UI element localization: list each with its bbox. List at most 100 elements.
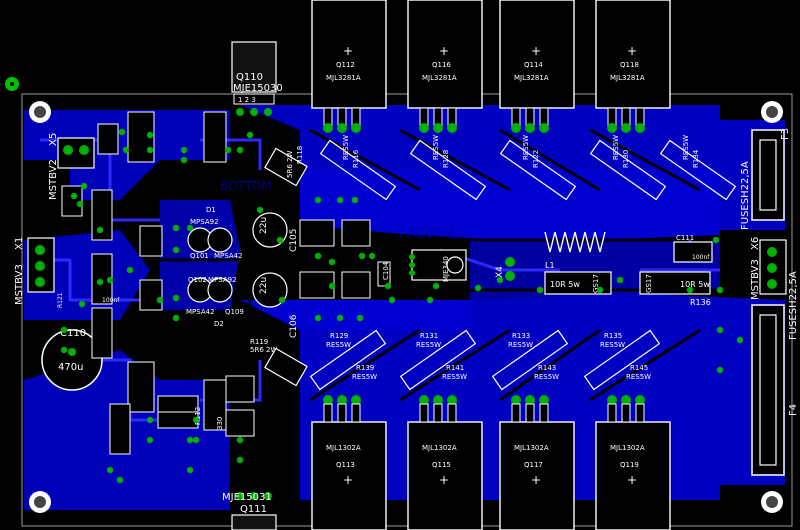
svg-text:C110: C110	[60, 328, 86, 339]
svg-text:X1: X1	[14, 237, 25, 250]
resistor-value: RES5W	[416, 341, 441, 349]
svg-text:MJE340: MJE340	[442, 256, 450, 282]
svg-text:GS17: GS17	[645, 274, 653, 293]
bottom-power-transistors: MJL1302AQ113+MJL1302AQ115+MJL1302AQ117+M…	[311, 395, 671, 530]
resistor-value: RES5W	[600, 341, 625, 349]
transistor-part: MJL1302A	[326, 444, 361, 452]
svg-text:100nf: 100nf	[692, 254, 710, 261]
connector-x1: X1 MSTBV3	[14, 237, 55, 305]
svg-text:Q109: Q109	[225, 308, 244, 316]
svg-text:X5: X5	[48, 133, 59, 146]
resistor-r137: 10R 5w GS17	[544, 271, 612, 295]
svg-text:R119: R119	[250, 338, 268, 346]
svg-text:470u: 470u	[58, 362, 83, 373]
plus-mark: +	[627, 44, 637, 58]
transistor-ref: Q115	[432, 461, 451, 469]
transistor-part: MJL3281A	[610, 74, 645, 82]
resistor-ref: R131	[420, 332, 438, 340]
svg-text:10R 5w: 10R 5w	[680, 280, 710, 289]
resistor-ref: R135	[604, 332, 622, 340]
svg-text:Q111: Q111	[240, 504, 267, 515]
inductor-l1: L1	[544, 231, 606, 270]
svg-text:5R6 2W: 5R6 2W	[286, 151, 294, 178]
driver-q110: Q110 MJE15030 1 2 3	[231, 41, 283, 116]
board-outline	[21, 93, 793, 527]
small-components	[61, 111, 371, 455]
plus-mark: +	[343, 44, 353, 58]
resistor-ref: R116	[352, 149, 360, 168]
svg-text:C111: C111	[676, 234, 694, 242]
svg-text:R136: R136	[690, 298, 711, 307]
resistor-ref: R122	[532, 150, 540, 168]
resistor-value: RES5W	[534, 373, 559, 381]
label-r121: R121	[57, 292, 64, 308]
svg-text:MPSA42: MPSA42	[214, 252, 243, 260]
capacitor-c111: C111 100nf	[673, 234, 713, 263]
transistor-ref: Q113	[336, 461, 355, 469]
mirrored-silkscreen-text: LV AXIA f	[396, 226, 460, 242]
svg-text:MSTBV2: MSTBV2	[48, 159, 59, 200]
resistor-ref: R141	[446, 364, 464, 372]
svg-text:MSTBV3: MSTBV3	[750, 259, 761, 300]
resistor-ref: R128	[442, 150, 450, 168]
capacitor-c110: C110 470u	[41, 328, 103, 391]
svg-text:Q102: Q102	[188, 276, 207, 284]
svg-text:D1: D1	[206, 206, 216, 214]
resistor-value: RES5W	[612, 135, 620, 160]
plus-mark: +	[343, 473, 353, 487]
plus-mark: +	[439, 44, 449, 58]
svg-text:Q110: Q110	[236, 72, 263, 83]
fuse-f3: F3 FUSESH22,5A	[740, 128, 791, 230]
transistor-part: MJL1302A	[610, 444, 645, 452]
resistor-ref: R129	[330, 332, 348, 340]
svg-text:F4: F4	[788, 404, 799, 416]
driver-q111: MJE15031 Q111	[222, 492, 277, 530]
plus-mark: +	[627, 473, 637, 487]
resistor-value: RES5W	[682, 135, 690, 160]
svg-text:GS17: GS17	[592, 274, 600, 293]
svg-text:R118: R118	[296, 146, 304, 164]
transistor-ref: Q116	[432, 61, 451, 69]
top-power-transistors: +Q112MJL3281A+Q116MJL3281A+Q114MJL3281A+…	[311, 0, 671, 133]
svg-text:MJE15030: MJE15030	[233, 83, 283, 94]
resistor-ref: R139	[356, 364, 374, 372]
connector-x4: X4	[495, 257, 515, 281]
transistor-ref: Q112	[336, 61, 355, 69]
resistor-value: RES5W	[342, 135, 350, 160]
label-r112: R112	[194, 407, 202, 425]
resistor-ref: R133	[512, 332, 530, 340]
transistor-ref: Q117	[524, 461, 543, 469]
resistor-value: RES5W	[326, 341, 351, 349]
resistor-value: RES5W	[442, 373, 467, 381]
svg-text:F3: F3	[780, 128, 791, 140]
svg-text:22u: 22u	[259, 217, 269, 234]
transistor-q101: Q101 MPSA42 MPSA92 D1	[187, 206, 243, 260]
bottom-layer-text: BOTTOM	[220, 179, 272, 193]
plus-mark: +	[439, 473, 449, 487]
transistor-ref: Q118	[620, 61, 639, 69]
plus-mark: +	[531, 44, 541, 58]
resistor-value: RES5W	[626, 373, 651, 381]
svg-text:MPSA42: MPSA42	[186, 308, 215, 316]
svg-text:C106: C106	[289, 314, 299, 338]
transistor-mje340: MJE340	[409, 249, 467, 282]
resistor-value: RES5W	[508, 341, 533, 349]
bottom-emitter-resistors: R129RES5WR139RES5WR131RES5WR141RES5WR133…	[309, 329, 661, 391]
resistor-value: RES5W	[352, 373, 377, 381]
svg-text:X4: X4	[495, 266, 505, 278]
resistor-r118: 5R6 2W R118	[264, 146, 308, 187]
mounting-holes	[29, 101, 783, 513]
